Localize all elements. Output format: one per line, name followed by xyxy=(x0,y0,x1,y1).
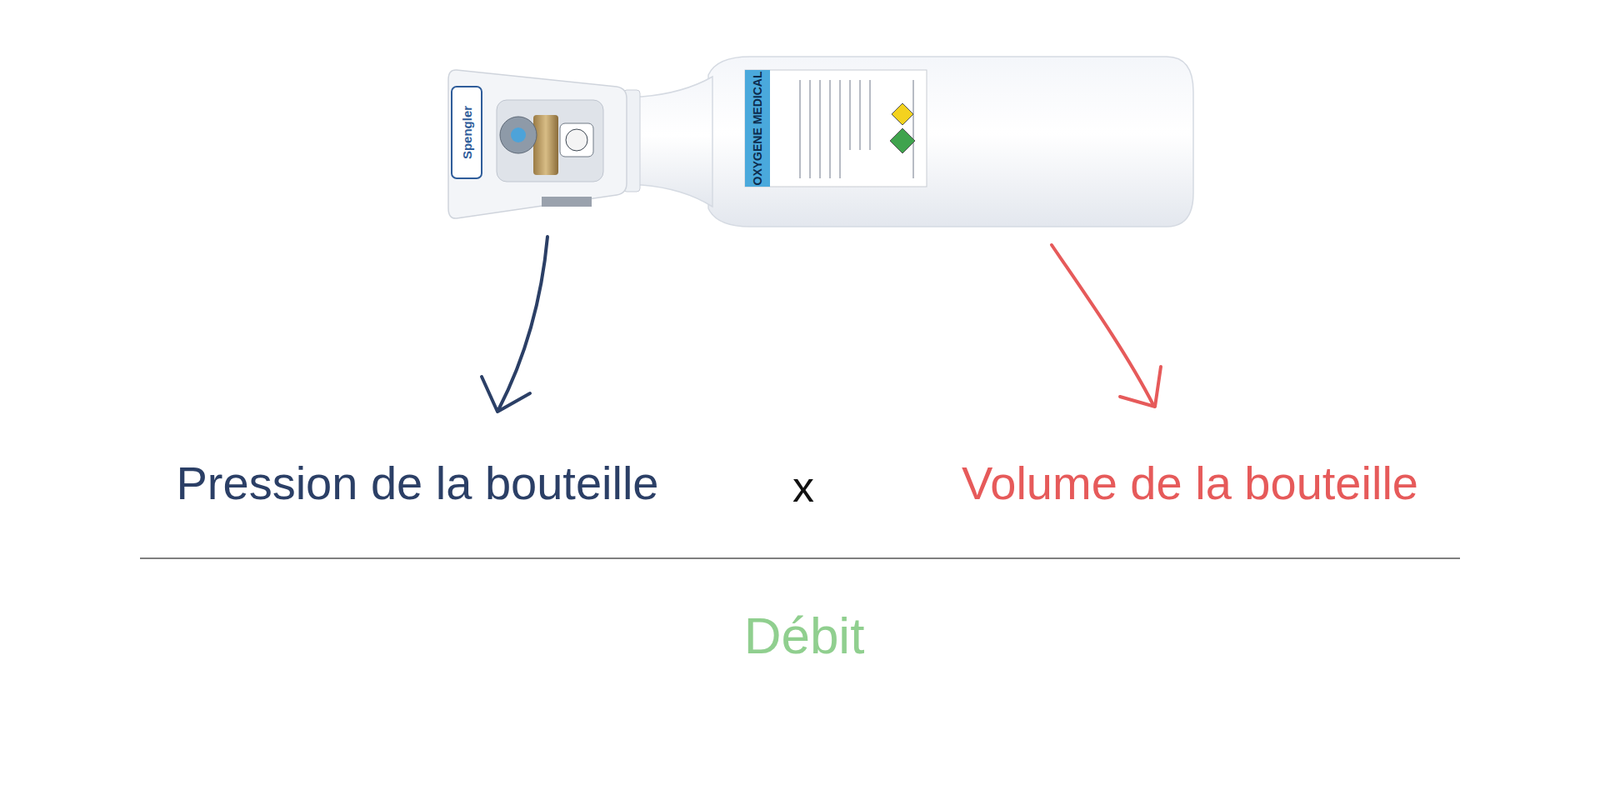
leader-arrow xyxy=(1051,245,1154,405)
hazard-diamond-green xyxy=(890,128,915,154)
logo-badge xyxy=(451,86,482,179)
leader-arrowhead xyxy=(481,376,530,412)
barcode xyxy=(541,196,592,207)
bottle-cap xyxy=(448,70,627,219)
label-lines xyxy=(800,80,914,179)
bottle-label xyxy=(745,70,927,187)
gauge xyxy=(560,123,594,157)
hazard-diamond-yellow xyxy=(891,103,914,125)
gauge-dial xyxy=(565,129,588,151)
label-band xyxy=(745,70,770,187)
formula-term: Volume de la bouteille xyxy=(961,457,1419,510)
cap-window xyxy=(496,100,604,182)
formula-result: Débit xyxy=(744,607,865,665)
formula-term: Pression de la bouteille xyxy=(175,457,659,510)
bottle-body xyxy=(708,56,1194,227)
valve-stem xyxy=(533,115,559,175)
fraction-bar xyxy=(140,557,1460,560)
leader-arrow xyxy=(498,236,548,410)
leader-arrowhead xyxy=(1120,366,1161,407)
bottle-neck xyxy=(633,76,713,207)
valve-knob-centre xyxy=(510,127,526,143)
brand-logo: Spengler xyxy=(460,105,474,160)
operator-sign: x xyxy=(792,463,815,511)
product-label: OXYGENE MEDICAL xyxy=(751,71,764,186)
valve-knob xyxy=(500,116,537,154)
